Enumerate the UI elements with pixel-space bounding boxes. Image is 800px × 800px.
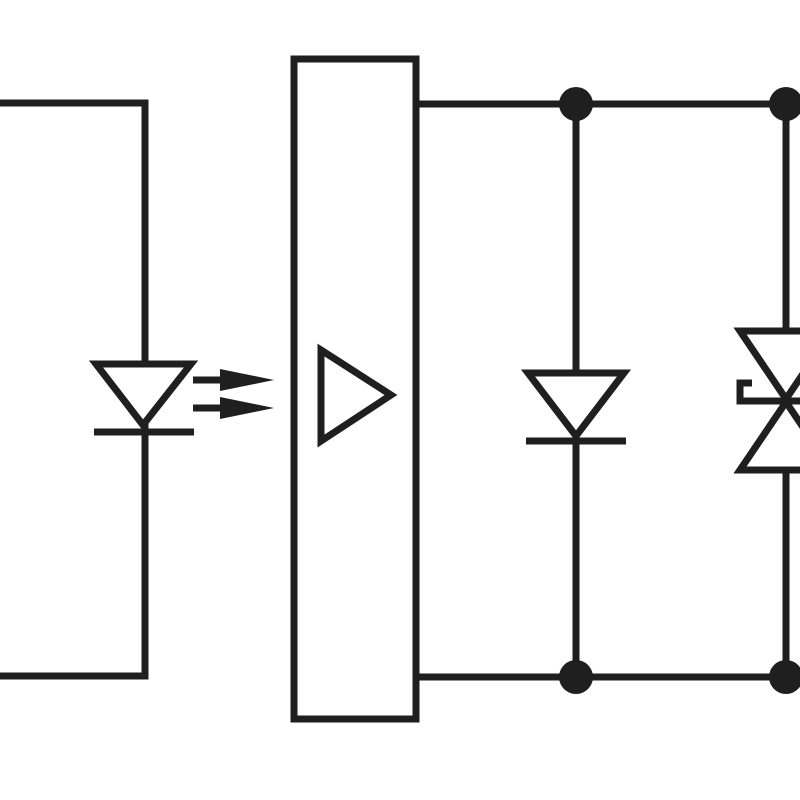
diode-icon: [520, 369, 632, 445]
arrow-right-icon: [193, 397, 274, 419]
led-triangle: [88, 360, 199, 431]
amplifier-box: [290, 55, 420, 723]
arrow-head-lower: [220, 397, 274, 419]
arrow-head-upper: [220, 369, 274, 391]
tvs-upper-triangle: [733, 327, 800, 406]
light-arrows: [193, 369, 274, 419]
junction-dot: [769, 87, 800, 121]
arrow-right-icon: [193, 369, 274, 391]
amplifier-block: [290, 55, 420, 723]
junction-dot: [559, 87, 593, 121]
junction-dot: [769, 660, 800, 694]
tvs-branch: [733, 104, 800, 677]
tvs-bar: [736, 379, 800, 405]
junction-dot: [559, 660, 593, 694]
led-icon: [88, 360, 199, 436]
output-rails: [416, 100, 800, 681]
tvs-diode-icon: [733, 327, 800, 474]
tvs-lower-triangle: [733, 395, 800, 474]
diode-triangle: [520, 369, 632, 442]
triangle-right-icon: [317, 343, 398, 448]
junctions: [559, 87, 800, 694]
diode-branch: [520, 104, 632, 677]
